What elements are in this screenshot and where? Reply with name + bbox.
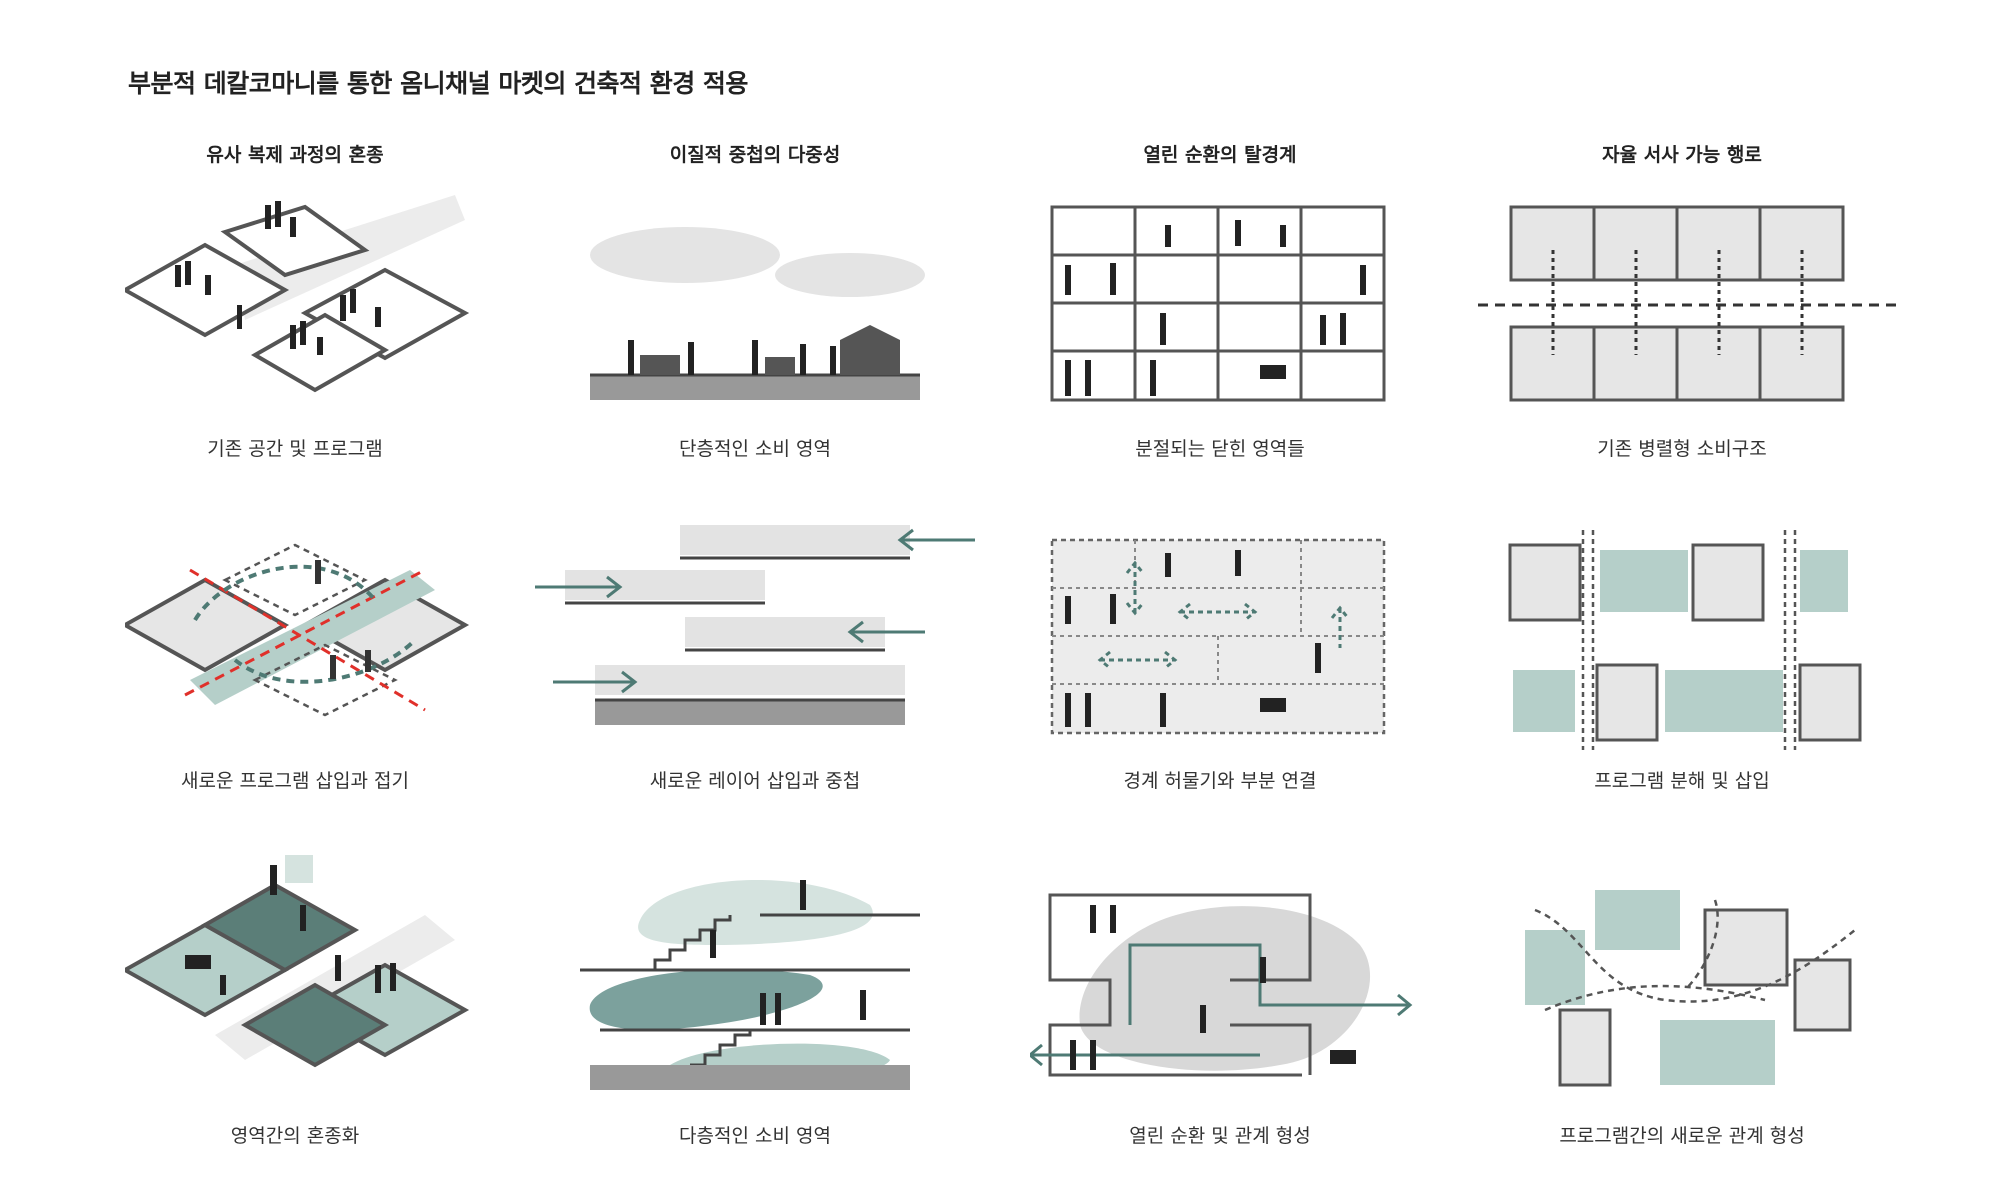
caption-2-3: 다층적인 소비 영역 (679, 1125, 831, 1147)
panel-closed-zones (1050, 205, 1390, 405)
panel-existing-spaces (125, 195, 475, 405)
central-path (235, 195, 465, 320)
caption-3-3: 열린 순환 및 관계 형성 (1129, 1125, 1311, 1147)
caption-3-2: 경계 허물기와 부분 연결 (1123, 770, 1317, 792)
fold-line (189, 568, 426, 712)
panel-program-decomposition (1505, 530, 1875, 750)
caption-2-2: 새로운 레이어 삽입과 중첩 (649, 770, 861, 792)
circulation-path (1128, 943, 1410, 1025)
panel-new-relations (1505, 870, 1875, 1090)
column-heading-4: 자율 서사 가능 행로 (1602, 144, 1762, 166)
caption-4-3: 프로그램간의 새로운 관계 형성 (1559, 1125, 1805, 1147)
column-heading-1: 유사 복제 과정의 혼종 (206, 144, 384, 166)
caption-1-1: 기존 공간 및 프로그램 (207, 438, 383, 460)
cloud-shape (590, 227, 780, 283)
panel-boundary-dissolve (1050, 538, 1390, 738)
people-figures (175, 201, 381, 355)
layer-arrows (535, 528, 975, 694)
panel-parallel-structure (1478, 205, 1898, 405)
caption-1-3: 영역간의 혼종화 (230, 1125, 360, 1147)
connection-arrows (1097, 560, 1350, 670)
cloud-shape (775, 253, 925, 297)
caption-2-1: 단층적인 소비 영역 (679, 438, 831, 460)
caption-4-1: 기존 병렬형 소비구조 (1597, 438, 1767, 460)
panel-layer-insertion (535, 520, 985, 740)
panel-hybrid-zones (125, 845, 475, 1075)
column-heading-2: 이질적 중첩의 다중성 (669, 144, 841, 166)
panel-open-circulation (1030, 885, 1430, 1095)
caption-4-2: 프로그램 분해 및 삽입 (1594, 770, 1770, 792)
panel-multi-level (560, 865, 940, 1095)
panel-folding-insertion (125, 530, 475, 720)
caption-1-2: 새로운 프로그램 삽입과 접기 (181, 770, 409, 792)
diagram-title: 부분적 데칼코마니를 통한 옴니채널 마켓의 건축적 환경 적용 (128, 69, 748, 98)
fold-line (184, 568, 426, 697)
panel-single-level (590, 220, 940, 405)
caption-3-1: 분절되는 닫힌 영역들 (1135, 438, 1305, 460)
column-heading-3: 열린 순환의 탈경계 (1143, 144, 1297, 166)
